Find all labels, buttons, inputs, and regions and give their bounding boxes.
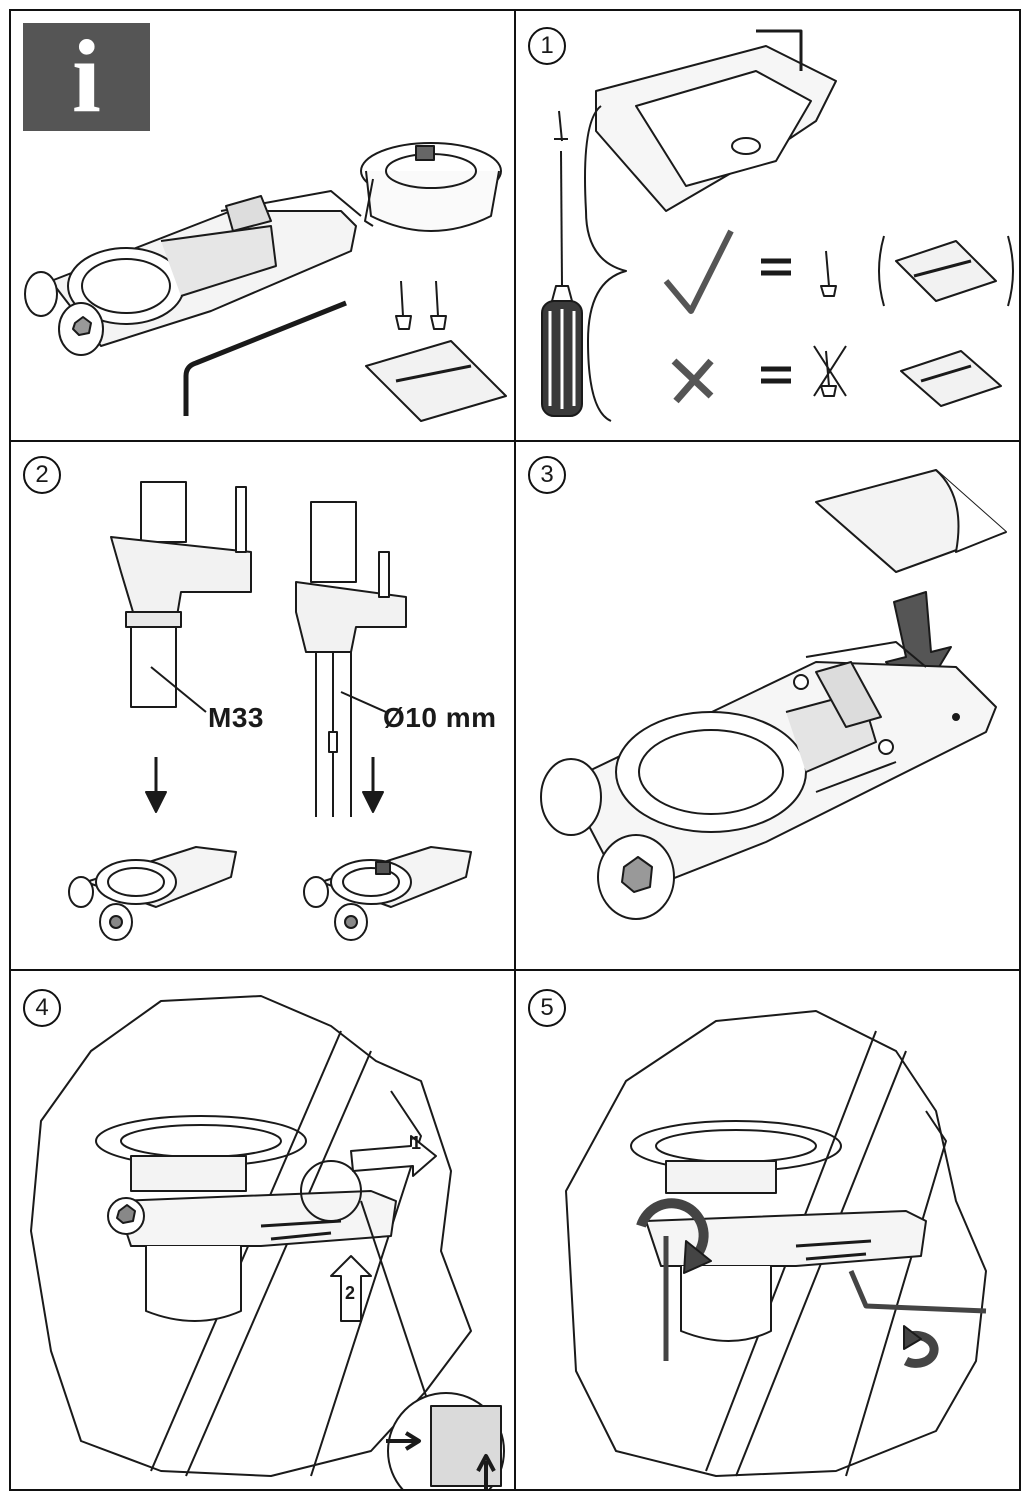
panel-step-4: 4 xyxy=(11,971,514,1489)
sink-mount-illustration xyxy=(541,29,1014,422)
panel-step-3: 3 xyxy=(516,442,1021,969)
step-number: 5 xyxy=(528,989,566,1027)
info-badge: i xyxy=(23,23,150,131)
hole-diameter-label: Ø10 mm xyxy=(383,702,497,733)
tighten-screw-illustration xyxy=(565,1010,987,1477)
parts-overview-illustration xyxy=(24,142,507,422)
adhesive-pad-illustration xyxy=(540,469,1007,920)
panel-step-2: 2 xyxy=(11,442,514,969)
step-number: 4 xyxy=(23,989,61,1027)
grid-divider-vertical xyxy=(514,9,516,1491)
arrow-number-2: 2 xyxy=(345,1283,356,1303)
arrow-number-1: 1 xyxy=(411,1133,422,1153)
step-number: 2 xyxy=(23,456,61,494)
step-number: 1 xyxy=(528,27,566,65)
mount-under-sink-illustration xyxy=(30,995,505,1489)
panel-step-1: 1 xyxy=(516,11,1021,440)
grid-divider-row2 xyxy=(9,969,1021,971)
panel-info: i xyxy=(11,11,514,440)
tap-fitting-illustration xyxy=(68,481,472,941)
step-number: 3 xyxy=(528,456,566,494)
panel-step-5: 5 xyxy=(516,971,1021,1489)
thread-size-label: M33 xyxy=(208,702,264,733)
grid-divider-row1 xyxy=(9,440,1021,442)
